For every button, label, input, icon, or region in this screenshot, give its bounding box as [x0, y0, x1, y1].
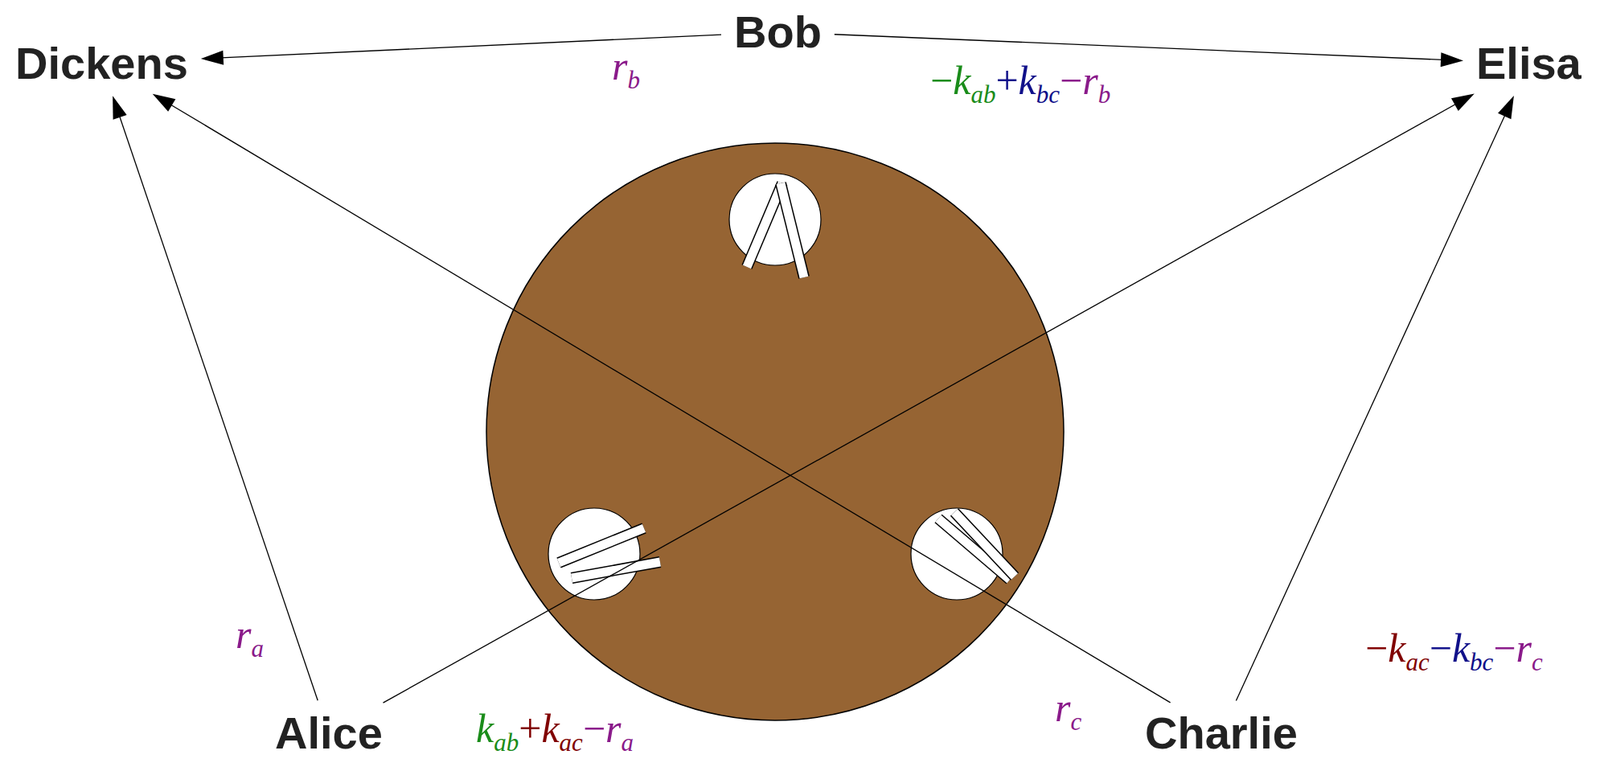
- person-name: Charlie: [1136, 705, 1306, 762]
- label-term: −rb: [1059, 57, 1111, 103]
- person-label: Elisa: [1476, 37, 1582, 89]
- subscript: a: [621, 728, 635, 757]
- table-top: [486, 143, 1064, 721]
- edge-label: rb: [608, 41, 644, 91]
- person-label: Charlie: [1144, 707, 1298, 759]
- variable: r: [1082, 57, 1098, 103]
- label-term: ra: [235, 611, 264, 657]
- subscript: bc: [1036, 80, 1060, 109]
- variable: r: [611, 43, 628, 89]
- label-term: −kac: [1365, 625, 1430, 671]
- person-name: Elisa: [1468, 35, 1590, 92]
- edge-label: ra: [232, 610, 267, 659]
- subscript: a: [250, 634, 264, 663]
- message-arrow: [152, 94, 1171, 703]
- variable: r: [605, 705, 621, 751]
- person-label: Dickens: [15, 37, 189, 89]
- subscript: b: [1098, 80, 1112, 109]
- person-label: Alice: [274, 707, 383, 759]
- label-term: rb: [611, 43, 640, 89]
- label-term: −kab: [930, 57, 996, 103]
- variable: k: [1387, 625, 1406, 671]
- subscript: ab: [970, 80, 996, 109]
- subscript: c: [1070, 707, 1082, 736]
- plate: [729, 173, 821, 278]
- message-arrow: [1235, 95, 1514, 702]
- subscript: ac: [559, 728, 583, 757]
- variable: k: [952, 57, 971, 103]
- plate: [910, 508, 1015, 600]
- subscript: c: [1531, 648, 1543, 677]
- person-name: Dickens: [7, 35, 197, 92]
- variable: k: [1452, 625, 1470, 671]
- label-term: −ra: [582, 705, 634, 751]
- label-term: +kac: [518, 705, 583, 751]
- label-term: −kbc: [1429, 625, 1494, 671]
- edge-label: −kac−kbc−rc: [1362, 623, 1547, 673]
- label-term: kab: [475, 705, 519, 751]
- edge-label: rc: [1051, 683, 1085, 732]
- person-label: Bob: [734, 6, 822, 58]
- variable: r: [235, 611, 251, 657]
- subscript: ac: [1405, 648, 1429, 677]
- variable: k: [475, 705, 494, 751]
- subscript: bc: [1469, 648, 1494, 677]
- variable: r: [1054, 685, 1071, 731]
- subscript: b: [627, 65, 640, 95]
- subscript: ab: [493, 728, 519, 757]
- edge-label: kab+kac−ra: [472, 704, 637, 753]
- variable: k: [1018, 57, 1037, 103]
- label-term: +kbc: [995, 57, 1060, 103]
- person-name: Bob: [726, 4, 830, 61]
- plate: [548, 508, 661, 600]
- edge-label: −kab+kbc−rb: [927, 56, 1114, 105]
- variable: r: [1516, 625, 1532, 671]
- person-name: Alice: [266, 705, 391, 762]
- message-arrow: [112, 95, 318, 701]
- label-term: −rc: [1493, 625, 1543, 671]
- message-arrow: [383, 94, 1475, 704]
- variable: k: [541, 705, 559, 751]
- label-term: rc: [1054, 685, 1082, 731]
